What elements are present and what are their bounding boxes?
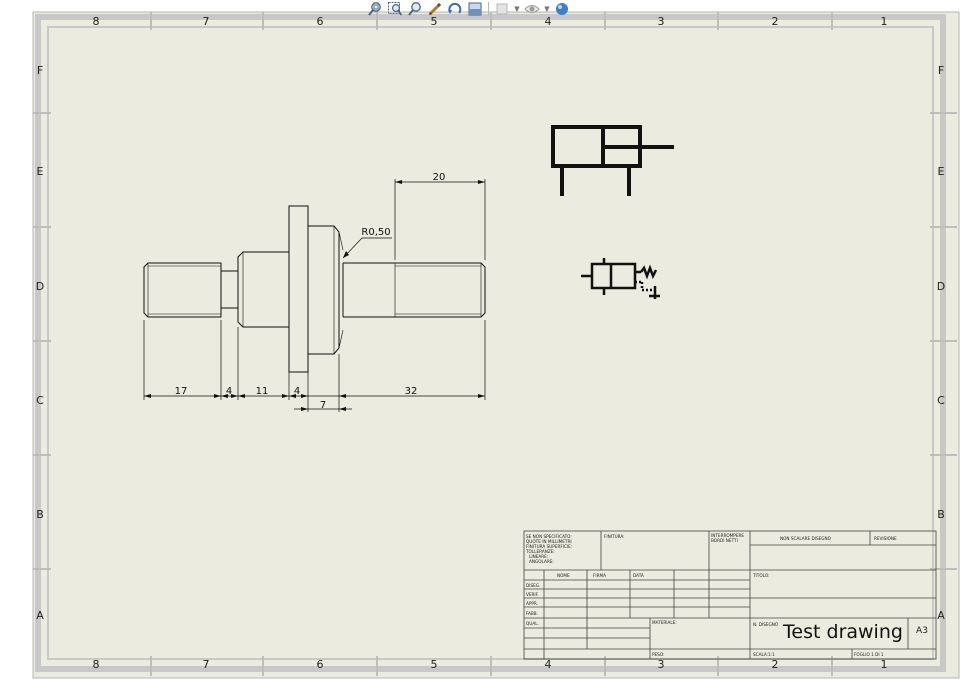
shaft-view[interactable]	[143, 205, 486, 373]
zone-label: F	[37, 64, 43, 77]
dim-11: 11	[256, 386, 269, 397]
zone-label: 1	[881, 15, 888, 28]
zone-label: 5	[431, 658, 438, 671]
tb-note: LINEARE:	[529, 554, 548, 559]
zone-label: 7	[203, 658, 210, 671]
zone-label: 6	[317, 15, 324, 28]
zone-label: D	[36, 280, 44, 293]
zone-label: B	[937, 508, 945, 521]
zone-label: 6	[317, 658, 324, 671]
dim-4a: 4	[226, 386, 232, 397]
tb-note: QUOTE IN MILLIMETRI	[526, 539, 572, 544]
tb-note: FINITURA SUPERFICIE:	[526, 544, 572, 549]
flange	[288, 205, 309, 373]
zone-labels-top: 8 7 6 5 4 3 2 1	[93, 15, 888, 28]
dim-4b: 4	[294, 386, 300, 397]
appearance-icon[interactable]	[553, 1, 571, 17]
sheet-paper	[32, 11, 960, 679]
dimension-values: 20 R0,50 17 4 11 4 7 32	[175, 172, 446, 411]
zone-label: 8	[93, 15, 100, 28]
drawing-title: Test drawing	[782, 621, 903, 643]
zone-label: 3	[658, 15, 665, 28]
title-block	[523, 530, 937, 660]
zone-label: 2	[772, 658, 779, 671]
tb-note: SE NON SPECIFICATO:	[526, 534, 572, 539]
display-style-dropdown-icon[interactable]: ▼	[514, 5, 520, 13]
rotate-view-icon[interactable]	[446, 1, 464, 17]
tb-col-sign: FIRMA	[593, 573, 606, 578]
tb-row: APPR.	[526, 601, 538, 606]
zone-label: A	[36, 609, 44, 622]
tb-weight: PESO:	[652, 652, 664, 657]
sheet-size: A3	[916, 626, 928, 636]
title-block-text: SE NON SPECIFICATO: QUOTE IN MILLIMETRI …	[525, 533, 897, 657]
zone-label: F	[938, 64, 944, 77]
hub	[308, 225, 340, 355]
zoom-in-out-icon[interactable]	[406, 1, 424, 17]
tb-scale: SCALA:1:1	[753, 652, 775, 657]
dim-32: 32	[405, 386, 418, 397]
section-view-icon[interactable]	[466, 1, 484, 17]
tb-finish: FINITURA:	[604, 534, 625, 539]
tb-material: MATERIALE:	[652, 620, 677, 625]
zone-label: 5	[431, 15, 438, 28]
dimension-arrows	[144, 180, 485, 411]
zone-label: C	[36, 394, 44, 407]
tb-edges: BORDI NETTI	[711, 538, 738, 543]
zone-labels-left: F E D C B A	[36, 64, 44, 622]
zone-ticks	[33, 12, 957, 676]
tb-row: FABB.	[526, 611, 538, 616]
zone-labels-bottom: 8 7 6 5 4 3 2 1	[93, 658, 888, 671]
zone-label: 8	[93, 658, 100, 671]
tb-note: TOLLERANZE:	[525, 549, 555, 554]
zone-label: C	[937, 394, 945, 407]
tb-row: QUAL.	[526, 621, 539, 626]
hide-show-icon[interactable]	[523, 1, 541, 17]
tb-revision: REVISIONE	[874, 536, 897, 541]
zone-label: 7	[203, 15, 210, 28]
dim-17: 17	[175, 386, 188, 397]
cylinder-symbol[interactable]	[551, 125, 674, 196]
zone-label: 4	[545, 15, 552, 28]
tb-row: VERIF.	[526, 592, 539, 597]
zone-label: B	[36, 508, 44, 521]
tb-title-label: TITOLO:	[752, 573, 769, 578]
right-thread-section	[343, 262, 486, 318]
tb-edges: INTERROMPERE	[711, 533, 744, 538]
dimensions	[143, 179, 486, 412]
zone-label: E	[37, 165, 44, 178]
tb-note: ANGOLARE:	[529, 559, 554, 564]
view-toolbar: ▼ ▼	[366, 0, 571, 18]
tb-col-name: NOME	[557, 573, 570, 578]
dim-radius: R0,50	[361, 227, 390, 238]
zone-labels-right: F E D C B A	[937, 64, 945, 622]
display-style-icon[interactable]	[493, 1, 511, 17]
zone-label: D	[937, 280, 945, 293]
tb-no-scale: NON SCALARE DISEGNO	[780, 536, 832, 541]
zoom-area-icon[interactable]	[386, 1, 404, 17]
zone-label: 4	[545, 658, 552, 671]
actuator-symbol[interactable]	[581, 258, 660, 299]
tb-col-date: DATA	[633, 573, 644, 578]
tb-row: DISEG.	[526, 583, 540, 588]
zone-label: 1	[881, 658, 888, 671]
tb-sheet: FOGLIO 1 DI 1	[854, 652, 884, 657]
zone-label: 3	[658, 658, 665, 671]
toolbar-separator	[488, 2, 489, 16]
zoom-to-fit-icon[interactable]	[366, 1, 384, 17]
sketch-pencil-icon[interactable]	[426, 1, 444, 17]
hide-show-dropdown-icon[interactable]: ▼	[544, 5, 550, 13]
zone-label: E	[938, 165, 945, 178]
dim-7: 7	[320, 400, 326, 411]
tb-dwg-no: N. DISEGNO	[753, 622, 779, 627]
zone-label: 2	[772, 15, 779, 28]
dim-20: 20	[433, 172, 446, 183]
zone-label: A	[937, 609, 945, 622]
